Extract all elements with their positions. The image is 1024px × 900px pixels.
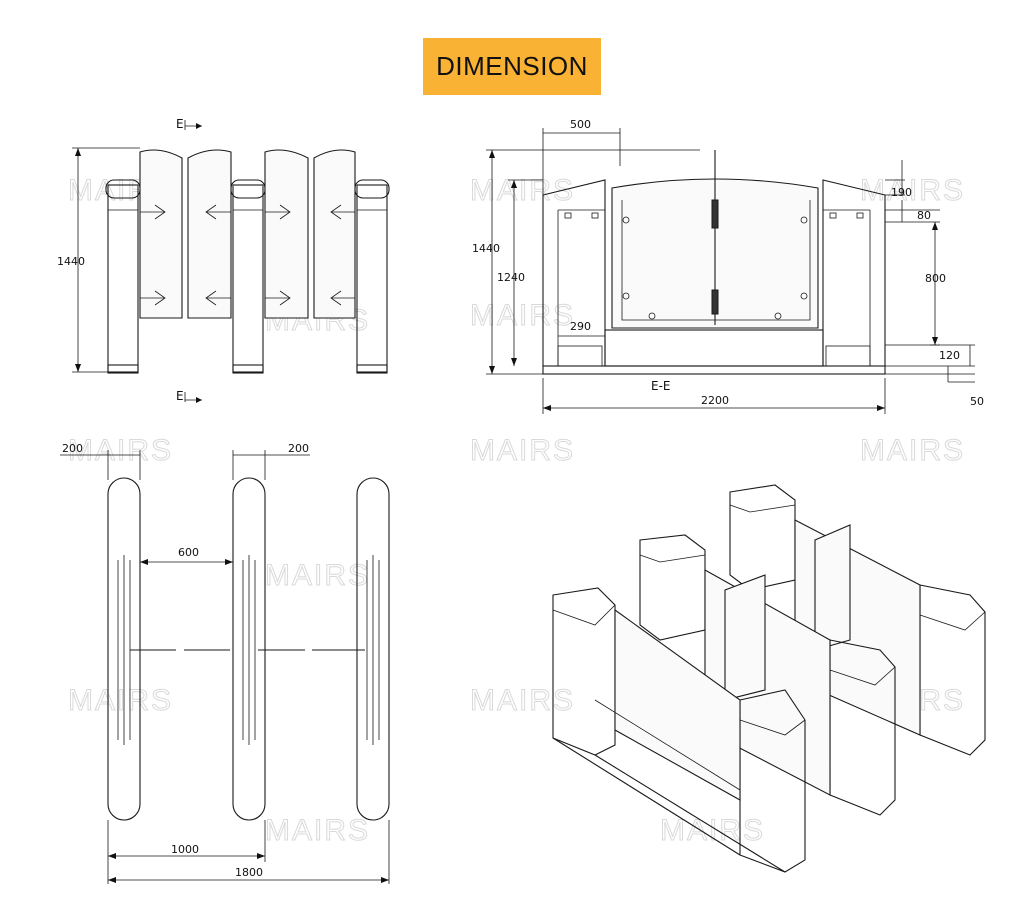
section-marker-bottom: E — [176, 389, 184, 403]
watermark: MAIRS — [68, 434, 173, 467]
section-center-base — [604, 329, 824, 367]
plan-cabinet-left — [107, 477, 141, 821]
dim-190: 190 — [891, 186, 912, 199]
dim-1240-line — [508, 179, 543, 366]
section-cabinet-left — [542, 179, 606, 367]
dim-50-line — [885, 366, 975, 383]
isometric-view — [552, 484, 986, 873]
dim-600: 600 — [178, 546, 199, 559]
dim-200-right: 200 — [288, 442, 309, 455]
title-badge: DIMENSION — [423, 38, 601, 95]
watermark: MAIRS — [470, 684, 575, 717]
glass-wing — [264, 149, 309, 319]
watermark: MAIRS — [68, 684, 173, 717]
cabinet-middle — [230, 179, 266, 374]
watermark: MAIRS — [265, 814, 370, 847]
dim-1240: 1240 — [497, 271, 525, 284]
dim-800: 800 — [925, 272, 946, 285]
section-arrowhead-top — [196, 123, 202, 129]
iso-glass-front — [614, 608, 741, 801]
dim-80: 80 — [917, 209, 931, 222]
dim-200-left-line — [60, 450, 141, 480]
front-view: E E 1440 — [57, 117, 390, 403]
dim-500-line — [542, 128, 621, 195]
plan-cabinet-middle — [232, 477, 266, 821]
dim-120-line — [885, 344, 975, 367]
wing-clamps — [140, 204, 355, 306]
dim-80-line — [885, 200, 940, 223]
dim-120: 120 — [939, 349, 960, 362]
iso-cabinet-front — [552, 587, 806, 873]
cabinet-right — [354, 179, 390, 374]
dim-1800-line — [108, 820, 390, 884]
plan-cabinet-right — [356, 477, 390, 821]
dim-200-left: 200 — [62, 442, 83, 455]
dim-50: 50 — [970, 395, 984, 408]
dim-1800: 1800 — [235, 866, 263, 879]
watermark: MAIRS — [470, 299, 575, 332]
dim-1000-line — [107, 820, 266, 884]
cabinet-left — [105, 179, 141, 374]
section-marker-top: E — [176, 117, 184, 131]
watermark: MAIRS — [470, 174, 575, 207]
base-plate — [542, 365, 886, 375]
dim-1440-line — [486, 149, 700, 375]
section-view: 500 1440 1240 190 80 800 120 50 290 E-E … — [472, 118, 984, 414]
dim-500: 500 — [570, 118, 591, 131]
glass-wing — [313, 149, 356, 319]
watermark: MAIRS — [860, 174, 965, 207]
section-arrowhead-bottom — [196, 397, 202, 403]
plan-view: 200 200 600 1000 1800 — [60, 442, 390, 884]
height-dim-text: 1440 — [57, 255, 85, 268]
dim-200-right-line — [232, 450, 310, 480]
glass-wing — [187, 149, 232, 319]
section-label: E-E — [651, 379, 671, 393]
watermark: MAIRS — [265, 559, 370, 592]
watermark: MAIRS — [470, 434, 575, 467]
dim-290: 290 — [570, 320, 591, 333]
dim-1440: 1440 — [472, 242, 500, 255]
watermark: MAIRS — [660, 814, 765, 847]
section-cabinet-right — [822, 179, 886, 367]
dim-2200: 2200 — [701, 394, 729, 407]
glass-wing — [139, 149, 183, 319]
dim-1000: 1000 — [171, 843, 199, 856]
watermark: MAIRS — [860, 434, 965, 467]
dim-190-line — [885, 160, 905, 196]
page-title: DIMENSION — [436, 51, 588, 81]
